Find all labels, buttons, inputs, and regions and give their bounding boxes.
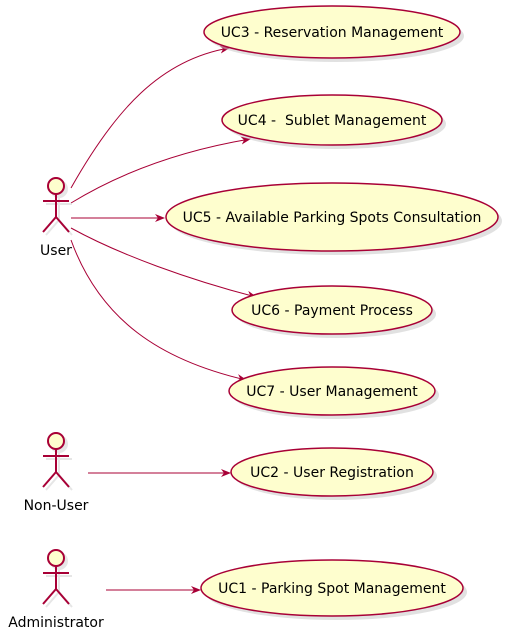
associations <box>70 45 257 594</box>
actor-label: User <box>40 243 72 259</box>
use-case-uc3: UC3 - Reservation Management <box>203 5 464 62</box>
use-case-uc6: UC6 - Payment Process <box>231 285 436 338</box>
use-case-label: UC7 - User Management <box>246 384 418 400</box>
use-case-label: UC6 - Payment Process <box>251 303 413 319</box>
use-case-uc7: UC7 - User Management <box>228 366 439 419</box>
actor-label: Administrator <box>8 615 104 631</box>
actor-label: Non-User <box>24 498 89 514</box>
use-case-uc4: UC4 - Sublet Management <box>221 94 446 149</box>
use-case-label: UC2 - User Registration <box>250 465 414 481</box>
use-case-uc5: UC5 - Available Parking Spots Consultati… <box>165 182 502 255</box>
use-case-uc2: UC2 - User Registration <box>230 447 437 500</box>
use-case-label: UC3 - Reservation Management <box>221 25 444 41</box>
use-case-label: UC5 - Available Parking Spots Consultati… <box>183 210 482 226</box>
stick-figure-icon <box>42 432 70 488</box>
use-case-uc1: UC1 - Parking Spot Management <box>200 559 467 620</box>
actor-administrator: Administrator <box>8 549 104 631</box>
stick-figure-icon <box>42 177 70 233</box>
actor-user: User <box>40 177 73 259</box>
actor-non-user: Non-User <box>24 432 89 514</box>
use-case-label: UC1 - Parking Spot Management <box>218 581 446 597</box>
stick-figure-icon <box>42 549 70 605</box>
association-user-uc6 <box>70 227 257 299</box>
use-case-label: UC4 - Sublet Management <box>238 113 427 129</box>
association-user-uc7 <box>70 239 247 382</box>
association-user-uc4 <box>70 136 251 204</box>
association-user-uc3 <box>70 45 230 189</box>
